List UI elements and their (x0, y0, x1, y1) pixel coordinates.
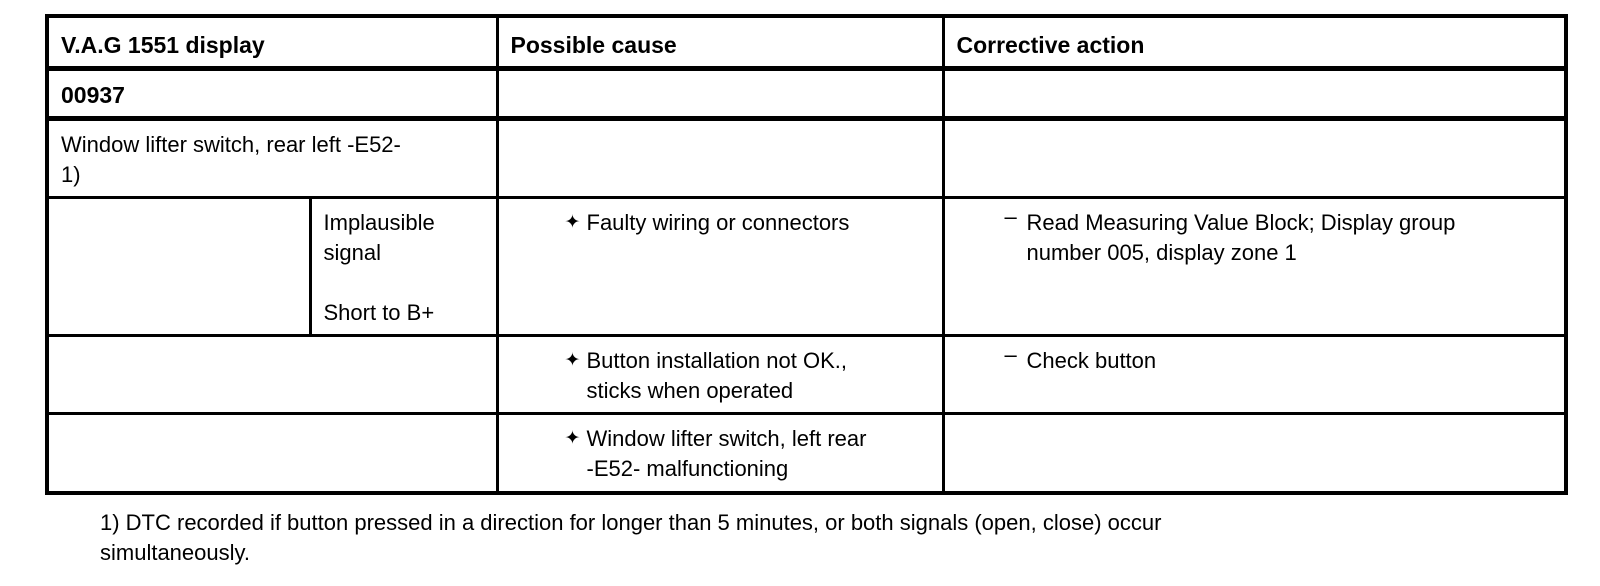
header-cell-display: V.A.G 1551 display (45, 14, 499, 71)
empty-cell (941, 117, 1568, 199)
header-label-cause: Possible cause (510, 32, 677, 58)
cause-cell: ✦ Window lifter switch, left rear -E52- … (495, 412, 945, 494)
cause-line-1: Faulty wiring or connectors (586, 210, 850, 235)
header-cell-cause: Possible cause (495, 14, 945, 71)
cause-item: ✦ Window lifter switch, left rear -E52- … (511, 424, 930, 484)
diamond-bullet-icon: ✦ (564, 212, 581, 233)
action-cell: – Check button (941, 334, 1568, 415)
action-cell: – Read Measuring Value Block; Display gr… (941, 196, 1568, 337)
action-line-1: Check button (1026, 348, 1157, 373)
cause-line-2: sticks when operated (586, 378, 794, 403)
cause-cell: ✦ Button installation not OK., sticks wh… (495, 334, 945, 415)
action-text: Read Measuring Value Block; Display grou… (1027, 208, 1553, 268)
signal-entry-short-to-b-plus: Short to B+ (323, 300, 435, 325)
action-item: – Read Measuring Value Block; Display gr… (957, 204, 1553, 268)
empty-cell (45, 412, 499, 494)
diamond-bullet-icon: ✦ (564, 350, 581, 371)
footnote-reference: 1) (61, 162, 81, 187)
action-item: – Check button (957, 342, 1553, 376)
dtc-description-line-1: Window lifter switch, rear left -E52- (61, 132, 401, 157)
header-label-display: V.A.G 1551 display (61, 32, 265, 58)
cause-text: Faulty wiring or connectors (587, 208, 930, 238)
table-header-row: V.A.G 1551 display Possible cause Correc… (45, 14, 1568, 71)
dash-bullet-icon: – (1004, 204, 1017, 229)
dtc-description-row: Window lifter switch, rear left -E52- 1) (45, 117, 1568, 199)
header-cell-action: Corrective action (941, 14, 1568, 71)
footnote-line-2: simultaneously. (100, 540, 250, 565)
empty-cell (495, 117, 945, 199)
dtc-description-cell: Window lifter switch, rear left -E52- 1) (45, 117, 499, 199)
header-label-action: Corrective action (956, 32, 1145, 58)
cause-text: Window lifter switch, left rear -E52- ma… (587, 424, 930, 484)
empty-cell (495, 67, 945, 121)
cause-item: ✦ Faulty wiring or connectors (511, 208, 930, 238)
detail-row-1: Implausible signal Short to B+ ✦ Faulty … (45, 196, 1568, 337)
diamond-bullet-icon: ✦ (564, 428, 581, 449)
cause-line-2: -E52- malfunctioning (586, 456, 789, 481)
detail-row-2: ✦ Button installation not OK., sticks wh… (45, 334, 1568, 415)
action-line-1: Read Measuring Value Block; Display grou… (1026, 210, 1456, 235)
dash-bullet-icon: – (1004, 342, 1017, 367)
cause-cell: ✦ Faulty wiring or connectors (495, 196, 945, 337)
signal-entry-implausible: Implausible signal (323, 210, 435, 265)
detail-row-3: ✦ Window lifter switch, left rear -E52- … (45, 412, 1568, 494)
action-line-2: number 005, display zone 1 (1026, 240, 1297, 265)
signal-status-cell: Implausible signal Short to B+ (308, 196, 499, 337)
empty-cell (941, 67, 1568, 121)
action-text: Check button (1027, 346, 1553, 376)
footnote-line-1: 1) DTC recorded if button pressed in a d… (100, 510, 1162, 535)
dtc-table: V.A.G 1551 display Possible cause Correc… (45, 14, 1568, 495)
dtc-code-cell: 00937 (45, 67, 499, 121)
empty-cell (941, 412, 1568, 494)
dtc-code-row: 00937 (45, 67, 1568, 121)
cause-item: ✦ Button installation not OK., sticks wh… (511, 346, 930, 406)
cause-line-1: Button installation not OK., (586, 348, 848, 373)
cause-line-1: Window lifter switch, left rear (586, 426, 867, 451)
footnote: 1) DTC recorded if button pressed in a d… (100, 508, 1161, 568)
empty-cell (45, 196, 312, 337)
empty-cell (45, 334, 499, 415)
cause-text: Button installation not OK., sticks when… (587, 346, 930, 406)
dtc-code: 00937 (61, 82, 125, 108)
